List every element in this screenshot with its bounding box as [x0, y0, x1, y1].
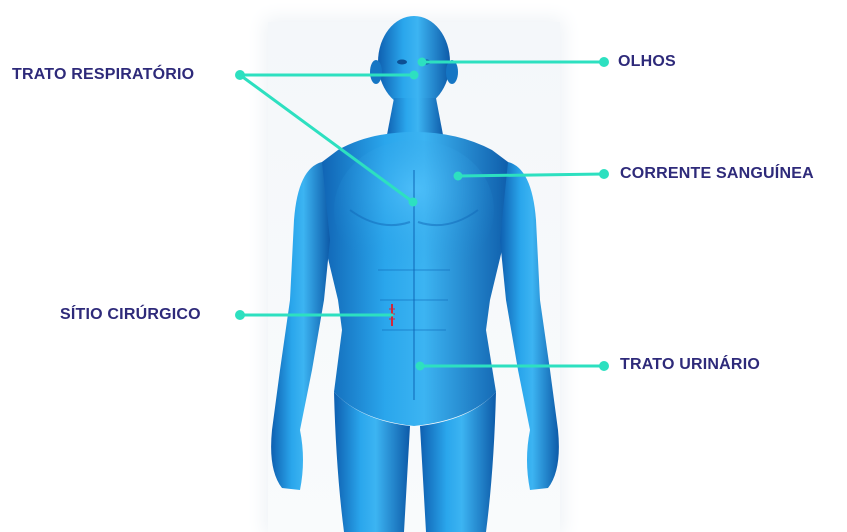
left-arm-shape [271, 162, 330, 490]
leader-dot-surgical [235, 310, 245, 320]
leader-dot-eyes [599, 57, 609, 67]
leader-line-bloodstream [458, 174, 604, 176]
leader-dot-respiratory [235, 70, 245, 80]
leader-dot-urinary-start [416, 362, 425, 371]
leader-dot-respiratory-end-1 [410, 71, 419, 80]
right-arm-shape [500, 162, 559, 490]
leader-dot-eyes-start [418, 58, 427, 67]
leader-dot-urinary [599, 361, 609, 371]
label-bloodstream: CORRENTE SANGUÍNEA [620, 164, 814, 184]
label-respiratory-tract: TRATO RESPIRATÓRIO [12, 65, 194, 85]
leader-dot-respiratory-end-2 [409, 198, 418, 207]
right-ear-shape [446, 60, 458, 84]
leader-dot-bloodstream-start [454, 172, 463, 181]
human-body-figure [271, 16, 559, 532]
label-surgical-site: SÍTIO CIRÚRGICO [60, 305, 201, 325]
label-urinary-tract: TRATO URINÁRIO [620, 355, 760, 375]
left-eye-shape [397, 60, 407, 65]
left-ear-shape [370, 60, 382, 84]
label-eyes: OLHOS [618, 52, 676, 72]
leader-dot-bloodstream [599, 169, 609, 179]
